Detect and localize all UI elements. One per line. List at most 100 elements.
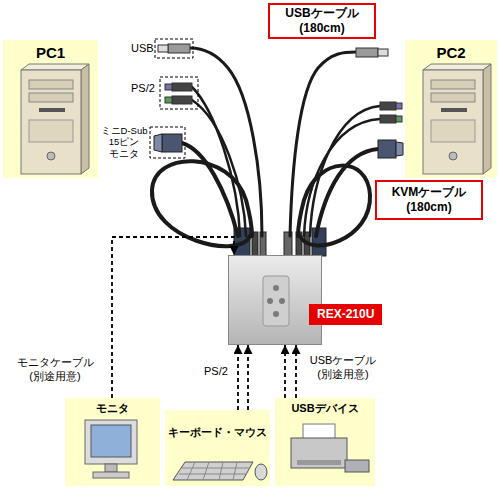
node-title: PC2 (405, 44, 497, 63)
illustration-shape (39, 108, 65, 112)
ps2-plug (165, 97, 172, 103)
ps2-plug (165, 84, 172, 90)
illustration-shape (441, 108, 467, 112)
usb-plug (378, 49, 388, 56)
illustration-shape (29, 93, 73, 102)
kvm-switch: REX-210U (228, 255, 322, 345)
illustration-shape (431, 120, 475, 142)
node-title: KVMケーブル (180cm) (377, 185, 481, 215)
illustration-shape (449, 152, 457, 160)
illustration-shape (21, 64, 89, 70)
illustration-shape (255, 464, 267, 480)
illustration-shape (47, 152, 55, 160)
cable (304, 119, 380, 236)
illustration-shape (93, 472, 129, 478)
callout-bracket (150, 39, 198, 158)
illustration-shape (291, 438, 347, 468)
cable (192, 100, 246, 236)
usb-plug (356, 48, 378, 57)
cable-label: モニタケーブル (別途用意) (4, 356, 106, 384)
illustration-shape (105, 464, 117, 472)
device-panel: キーボード・マウス (165, 410, 270, 486)
node-title: USBデバイス (275, 402, 375, 416)
ps2-plug (396, 103, 402, 109)
device-panel: USBデバイス (275, 398, 375, 486)
node-title: モニタ (65, 402, 160, 416)
illustration-shape (483, 64, 491, 174)
vga-plug (154, 134, 162, 152)
cable-label: USBケーブル (別途用意) (300, 354, 386, 382)
illustration-shape (273, 311, 279, 317)
cable (310, 106, 380, 236)
callout-bracket (160, 77, 198, 109)
callout-box: KVMケーブル (180cm) (375, 180, 483, 220)
vga-plug (154, 134, 403, 158)
cable-connector (284, 345, 286, 398)
node-title: キーボード・マウス (165, 426, 270, 440)
illustration-shape (431, 93, 475, 102)
pc-panel: PC2 (405, 40, 497, 178)
part-label: PS/2 (131, 82, 155, 95)
illustration-shape (263, 276, 289, 326)
illustration-shape (21, 70, 81, 174)
callout-bracket (150, 127, 185, 158)
part-label: USB (131, 42, 154, 55)
illustration-shape (431, 80, 475, 89)
illustration-shape (85, 420, 137, 464)
illustration-shape (173, 462, 253, 480)
label-slot: モニタケーブル (別途用意) (4, 356, 106, 384)
vga-plug (378, 140, 396, 158)
cable-connector (247, 345, 249, 410)
part-label: ミニD-Sub 15ピン モニタ (99, 125, 149, 159)
device-connector (312, 228, 326, 256)
cable-label: PS/2 (204, 365, 228, 379)
callout-bracket (155, 39, 193, 58)
cable (152, 48, 380, 246)
ps2-plug (396, 116, 402, 122)
illustration-shape (423, 70, 483, 174)
cable-connector (237, 345, 239, 410)
cable (182, 143, 238, 236)
node-title: USBケーブル (180cm) (270, 6, 374, 36)
device-illustration (165, 410, 270, 486)
usb-plug (168, 44, 190, 53)
illustration-shape (29, 80, 73, 89)
label-slot: PS/2 (204, 365, 228, 379)
device-panel: モニタ (65, 398, 160, 486)
cable (190, 48, 262, 236)
illustration-shape (279, 298, 285, 304)
illustration-shape (29, 120, 73, 142)
vga-plug (396, 142, 403, 156)
illustration-shape (81, 64, 89, 174)
ps2-plug (380, 102, 396, 110)
cable (298, 166, 370, 246)
model-name: REX-210U (317, 307, 374, 322)
ps2-plug (172, 83, 192, 91)
label-slot: PS/2 (131, 82, 155, 95)
label-slot: USB (131, 42, 154, 55)
usb-plug (158, 45, 168, 52)
cable (316, 149, 378, 236)
vga-plug (162, 134, 182, 152)
illustration-shape (423, 64, 491, 70)
led-panel (229, 256, 323, 346)
ps2-plug (172, 96, 192, 104)
label-slot: ミニD-Sub 15ピン モニタ (99, 125, 149, 159)
cable-connector (295, 345, 297, 398)
illustration-shape (91, 425, 131, 457)
cable-connector (112, 237, 234, 398)
illustration-shape (273, 285, 279, 291)
pc-panel: PC1 (3, 40, 98, 178)
node-title: PC1 (3, 44, 98, 63)
ps2-plug (380, 115, 396, 123)
label-slot: USBケーブル (別途用意) (300, 354, 386, 382)
usb-plug (158, 44, 388, 57)
illustration-shape (267, 298, 273, 304)
callout-box: USBケーブル (180cm) (268, 3, 376, 39)
illustration-shape (345, 460, 369, 472)
illustration-shape (179, 462, 250, 480)
illustration-shape (297, 460, 341, 465)
ps2-plug (165, 83, 402, 123)
model-tag: REX-210U (309, 304, 382, 325)
